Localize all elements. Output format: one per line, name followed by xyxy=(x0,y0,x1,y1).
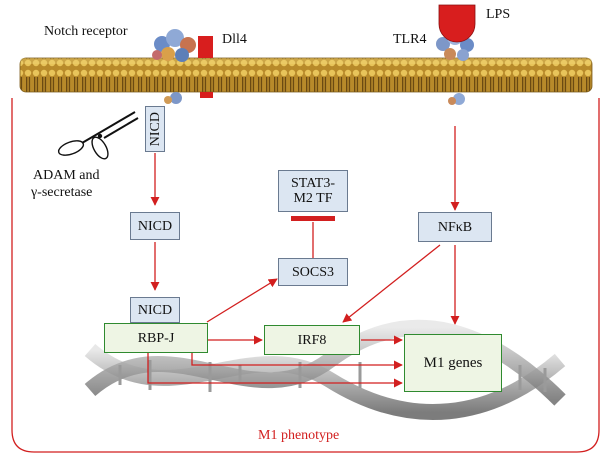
nicd-lower-box: NICD xyxy=(130,297,180,323)
cell-boundary xyxy=(11,98,600,453)
arrow-rbpj-to-m1-b xyxy=(191,353,403,370)
socs3-box: SOCS3 xyxy=(278,258,348,286)
nfkb-box: NFκB xyxy=(418,212,492,242)
rbpj-box: RBP-J xyxy=(104,323,208,353)
lps-ligand xyxy=(438,4,476,43)
pathway-arrows xyxy=(147,126,460,388)
stat3-m2-tf-box: STAT3- M2 TF xyxy=(278,170,348,212)
dll4-ligand xyxy=(198,36,213,58)
nicd-membrane-box: NICD xyxy=(145,106,165,152)
lps-label: LPS xyxy=(486,7,511,22)
notch-receptor-label: Notch receptor xyxy=(44,24,128,39)
stat3-line1: STAT3- xyxy=(291,176,335,191)
arrow-rbpj-to-socs3 xyxy=(206,278,278,323)
m1-phenotype-label: M1 phenotype xyxy=(258,428,340,443)
irf8-box: IRF8 xyxy=(264,325,360,355)
stat3-line2: M2 TF xyxy=(293,191,333,206)
nicd-box: NICD xyxy=(130,212,180,240)
adam-label-line1: ADAM and xyxy=(33,168,100,183)
tlr4-label: TLR4 xyxy=(393,32,427,47)
arrow-rbpj-to-m1-a xyxy=(147,353,403,388)
notch-receptor-protein xyxy=(152,29,196,104)
scissors-icon xyxy=(57,111,139,160)
arrow-nfkb-to-irf8 xyxy=(342,244,441,323)
m1-genes-box: M1 genes xyxy=(404,334,502,392)
nicd-membrane-text: NICD xyxy=(147,111,163,147)
cell-membrane xyxy=(19,57,593,93)
notch-intracellular-marker xyxy=(200,92,213,98)
inhibition-bar xyxy=(291,216,335,221)
adam-label-line2: γ-secretase xyxy=(31,185,93,200)
dll4-label: Dll4 xyxy=(222,32,247,47)
